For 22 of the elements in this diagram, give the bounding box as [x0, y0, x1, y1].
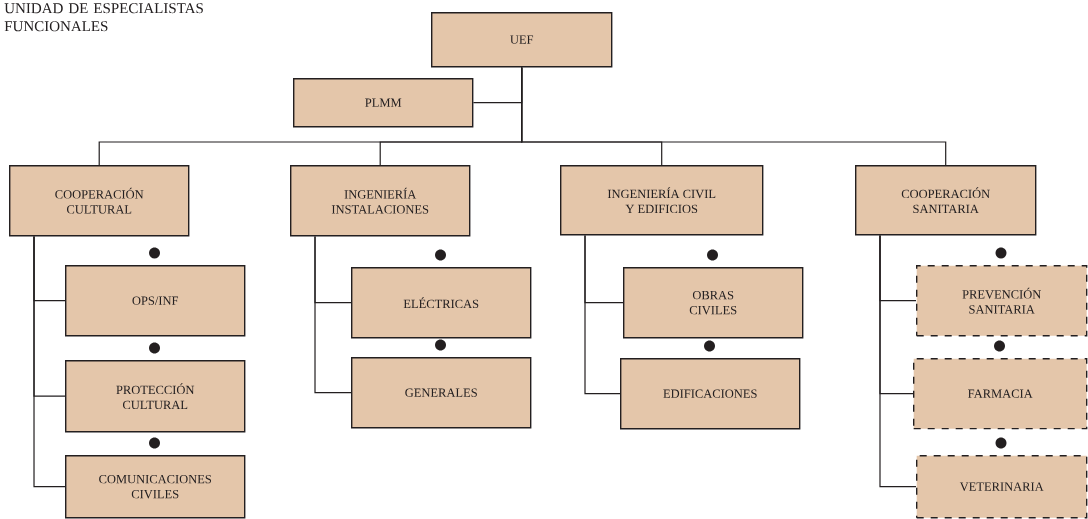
unit-box: VETERINARIA — [916, 455, 1088, 519]
unit-box: OPS/INF — [65, 265, 246, 337]
unit-box: OBRAS CIVILES — [623, 267, 804, 339]
unit-box: EDIFICACIONES — [620, 358, 801, 430]
unit-box: GENERALES — [351, 357, 532, 429]
unit-box: PROTECCIÓN CULTURAL — [65, 360, 246, 433]
connector-line — [314, 235, 352, 394]
connector-line — [33, 235, 66, 488]
unit-box: PREVENCIÓN SANITARIA — [916, 265, 1088, 337]
unit-box: INGENIERÍA INSTALACIONES — [290, 165, 471, 237]
connector-line — [520, 66, 947, 166]
connector-line — [584, 234, 621, 395]
unit-box: COMUNICACIONES CIVILES — [65, 455, 246, 519]
unit-box: COOPERACIÓN SANITARIA — [855, 165, 1037, 236]
unit-box: UEF — [431, 12, 613, 68]
diagram-title: UNIDAD DE ESPECIALISTAS FUNCIONALES — [4, 3, 203, 32]
unit-box: INGENIERÍA CIVIL Y EDIFICIOS — [560, 165, 764, 236]
unit-box: ELÉCTRICAS — [351, 267, 532, 339]
unit-box: COOPERACIÓN CULTURAL — [9, 165, 190, 237]
connector-line — [879, 234, 917, 488]
unit-box: PLMM — [293, 78, 474, 128]
unit-box: FARMACIA — [913, 358, 1088, 430]
